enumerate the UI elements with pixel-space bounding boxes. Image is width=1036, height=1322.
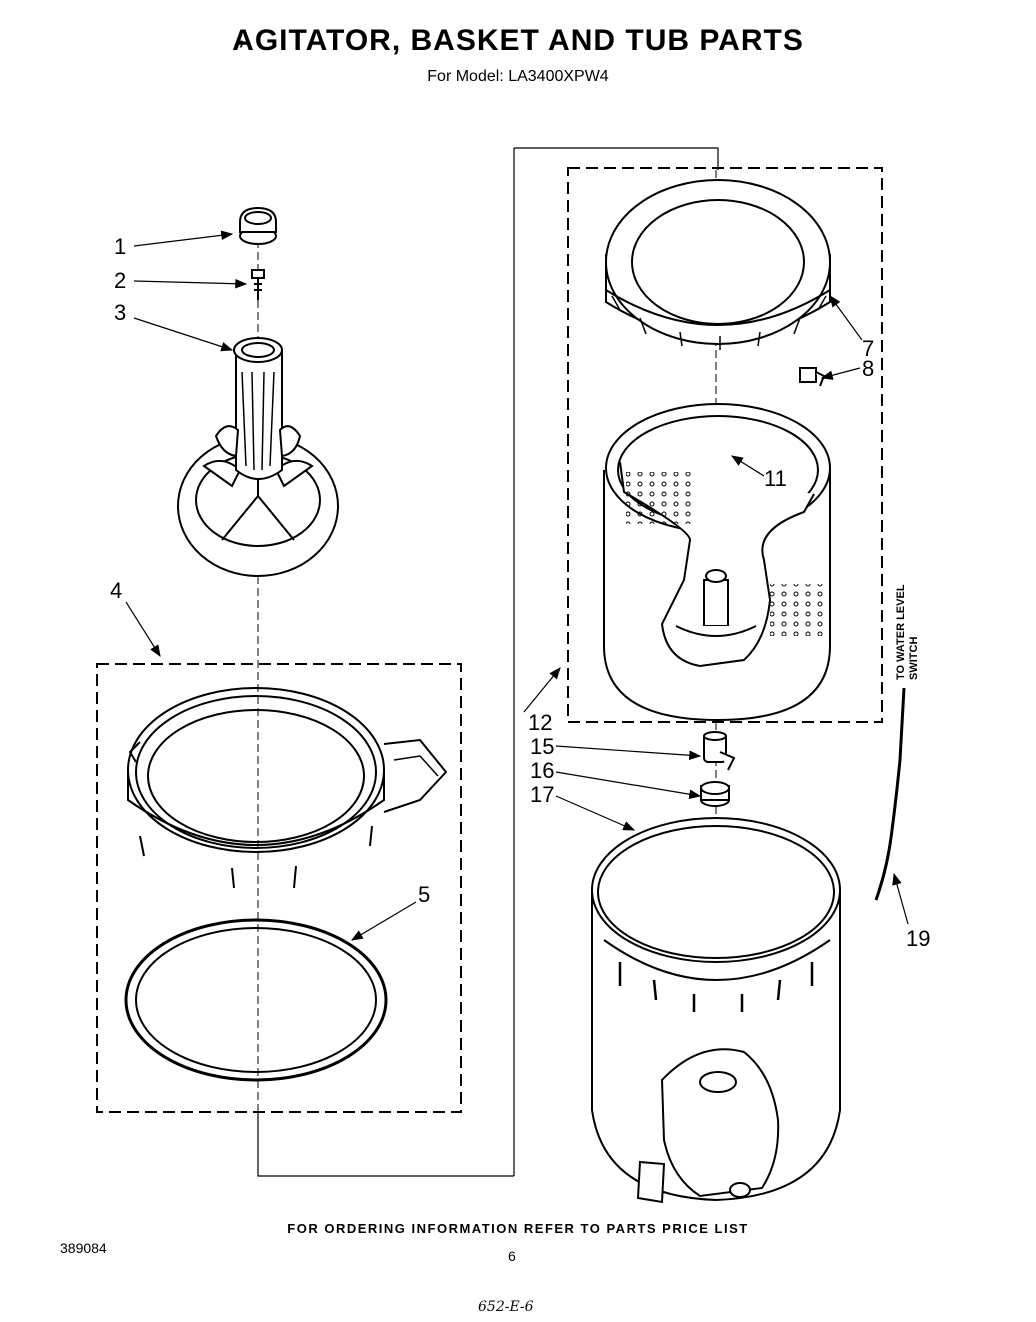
balance-ring <box>605 179 831 350</box>
callout-2: 2 <box>114 268 126 293</box>
callout-7: 7 <box>862 336 874 361</box>
page-title: AGITATOR, BASKET AND TUB PARTS <box>232 24 804 57</box>
outer-tub <box>591 817 841 1204</box>
annotation-line-2: SWITCH <box>908 637 920 680</box>
water-level-annotation: TO WATER LEVEL SWITCH <box>895 584 920 680</box>
tub-ring <box>127 687 448 889</box>
ordering-note: FOR ORDERING INFORMATION REFER TO PARTS … <box>287 1221 749 1236</box>
callout-11: 11 <box>764 466 787 491</box>
title-tick-mark: , <box>238 24 245 49</box>
callout-12: 12 <box>528 710 552 735</box>
agitator-cap <box>239 206 277 245</box>
callout-1: 1 <box>114 234 126 259</box>
group-box-4 <box>96 663 462 1113</box>
model-subtitle: For Model: LA3400XPW4 <box>427 68 609 85</box>
drive-bearing <box>703 731 736 771</box>
group-box-12 <box>567 167 883 723</box>
tub-washer <box>700 781 730 807</box>
callout-19: 19 <box>906 926 930 951</box>
annotation-line-1: TO WATER LEVEL <box>895 584 907 680</box>
water-level-hose <box>874 687 906 901</box>
leader-lines <box>125 230 909 941</box>
callout-16: 16 <box>530 758 554 783</box>
callout-3: 3 <box>114 300 126 325</box>
page-number: 6 <box>508 1248 516 1264</box>
handwritten-note: 652-E-6 <box>478 1299 534 1315</box>
ring-clip <box>799 367 826 387</box>
callout-4: 4 <box>110 578 122 603</box>
callout-8: 8 <box>862 356 874 381</box>
callout-15: 15 <box>530 734 554 759</box>
agitator <box>177 337 339 577</box>
callout-5: 5 <box>418 882 430 907</box>
wash-basket <box>603 403 831 722</box>
agitator-bolt <box>251 269 265 300</box>
tub-seal <box>124 918 388 1082</box>
document-number: 389084 <box>60 1240 107 1256</box>
callout-17: 17 <box>530 782 554 807</box>
